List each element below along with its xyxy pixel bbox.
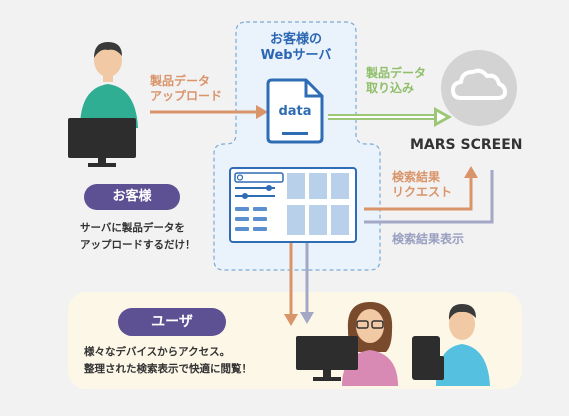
import-arrow bbox=[328, 107, 452, 127]
web-server-title-line2: Webサーバ bbox=[260, 48, 332, 64]
down-arrow-lavender bbox=[300, 241, 314, 324]
customer-illustration bbox=[68, 38, 158, 168]
users-illustration bbox=[296, 296, 496, 386]
search-ui-icon bbox=[229, 167, 357, 243]
search-request-label: 検索結果 リクエスト bbox=[392, 170, 452, 200]
upload-label: 製品データ アップロード bbox=[150, 74, 222, 104]
down-arrow-orange bbox=[284, 241, 298, 326]
user-desc-line2: 整理された検索表示で快適に閲覧！ bbox=[84, 362, 252, 375]
import-label: 製品データ 取り込み bbox=[366, 66, 426, 96]
upload-label-line1: 製品データ bbox=[150, 74, 211, 88]
web-server-title-line1: お客様の bbox=[269, 32, 322, 47]
user-desc-line1: 様々なデバイスからアクセス。 bbox=[84, 346, 231, 358]
search-display-label: 検索結果表示 bbox=[392, 232, 465, 246]
upload-label-line2: アップロード bbox=[150, 89, 223, 103]
data-file-icon: data bbox=[266, 78, 324, 144]
web-server-title: お客様の Webサーバ bbox=[236, 32, 356, 65]
search-request-label-line2: リクエスト bbox=[392, 185, 453, 199]
import-label-line2: 取り込み bbox=[366, 81, 415, 95]
user-badge: ユーザ bbox=[118, 308, 226, 336]
data-file-label: data bbox=[278, 104, 312, 119]
user-description: 様々なデバイスからアクセス。 整理された検索表示で快適に閲覧！ bbox=[84, 344, 252, 378]
customer-desc-line2: アップロードするだけ！ bbox=[80, 238, 196, 251]
search-display-line bbox=[364, 170, 494, 224]
search-request-arrow bbox=[364, 166, 478, 211]
customer-badge: お客様 bbox=[84, 184, 180, 210]
mars-screen-name: MARS SCREEN bbox=[410, 137, 523, 153]
customer-description: サーバに製品データを アップロードするだけ！ bbox=[80, 220, 196, 254]
customer-desc-line1: サーバに製品データを bbox=[80, 222, 185, 234]
search-request-label-line1: 検索結果 bbox=[392, 170, 441, 184]
cloud-icon bbox=[439, 48, 519, 128]
upload-arrow bbox=[150, 105, 268, 119]
import-label-line1: 製品データ bbox=[366, 66, 427, 80]
